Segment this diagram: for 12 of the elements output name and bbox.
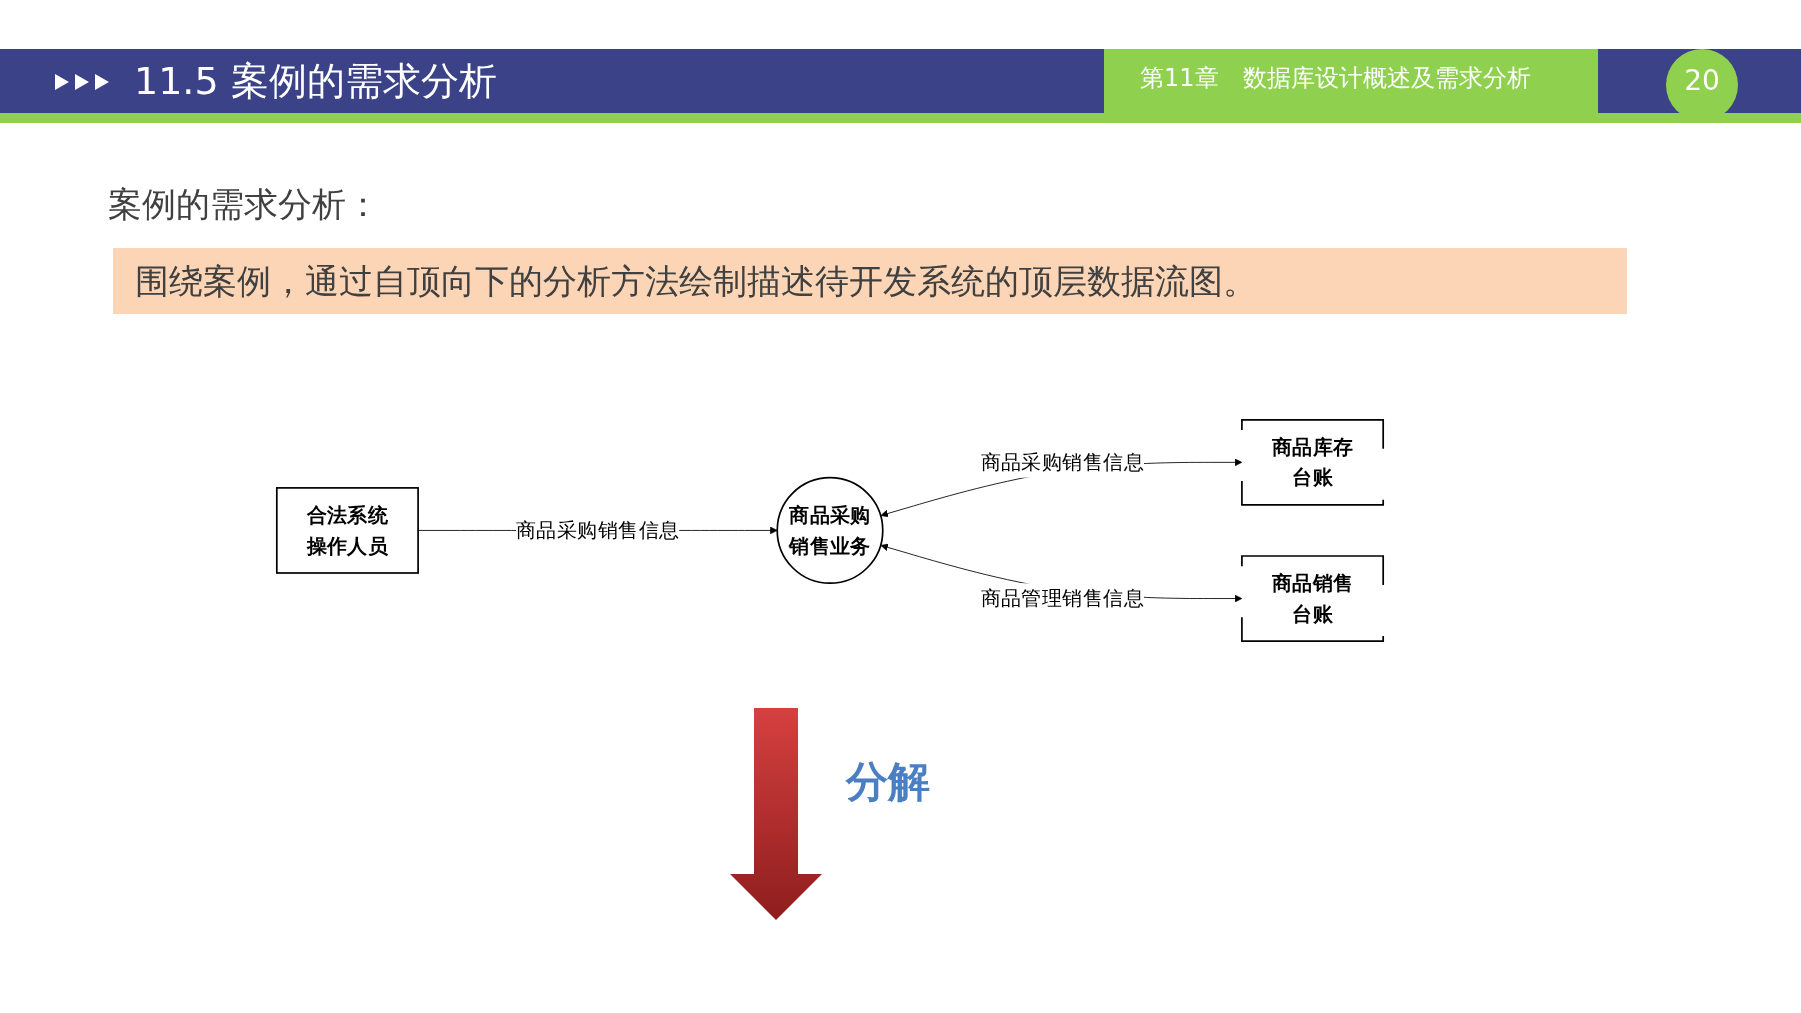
node-box: 商品销售台账 <box>1241 554 1385 642</box>
node-circle: 商品采购销售业务 <box>776 476 884 584</box>
edge-label: 商品采购销售信息 <box>515 518 680 542</box>
highlighted-sentence: 围绕案例，通过自顶向下的分析方法绘制描述待开发系统的顶层数据流图。 <box>113 248 1627 314</box>
chapter-title: 第11章 数据库设计概述及需求分析 <box>1140 63 1531 94</box>
edge-label: 商品管理销售信息 <box>980 586 1145 610</box>
page-number: 20 <box>1683 64 1721 97</box>
node-box: 合法系统操作人员 <box>275 486 419 574</box>
step-label: 分解 <box>846 756 930 808</box>
slide-title: 11.5 案例的需求分析 <box>134 58 497 105</box>
section-heading: 案例的需求分析： <box>108 183 380 226</box>
edge-label: 商品采购销售信息 <box>980 449 1145 474</box>
